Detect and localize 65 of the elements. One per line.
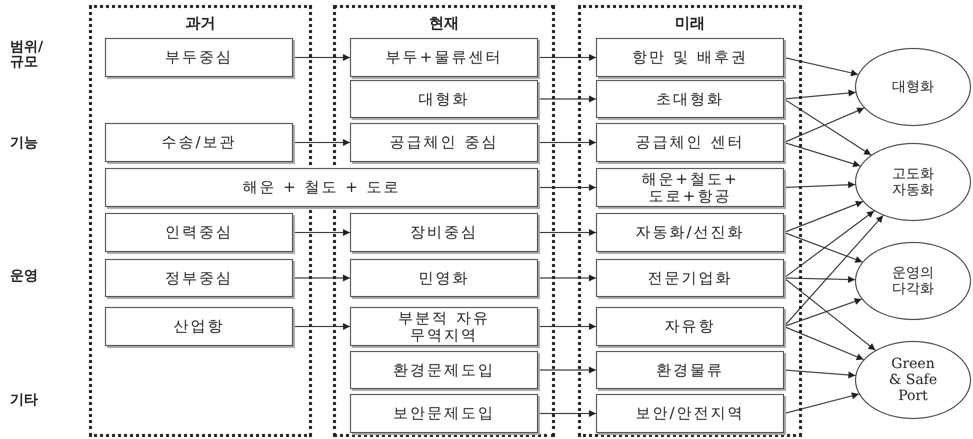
arrow [784,214,884,327]
process-box: 장비중심 [350,213,538,252]
arrow [538,96,596,102]
arrow [784,57,859,76]
row-label: 기능 [10,136,39,152]
arrow [784,232,863,263]
column-heading: 과거 [184,14,216,33]
process-box: 보안/안전지역 [596,394,784,433]
arrow [538,366,596,374]
arrow [784,278,876,351]
arrow [784,298,862,327]
goal-ellipse: 운영의 다각화 [855,242,971,320]
row-label: 범위/ 규모 [10,40,44,71]
arrow [292,54,350,61]
arrow [292,274,350,282]
process-box: 자유항 [596,307,784,346]
process-box: 공급체인 중심 [350,123,538,162]
arrow [784,98,872,156]
dotted-panel [578,5,802,437]
process-box: 산업항 [105,307,293,346]
process-box: 수송/보관 [105,123,293,162]
arrow [784,392,860,414]
arrow [292,139,350,146]
arrow [538,229,596,236]
arrow [784,200,864,233]
arrow [784,326,864,360]
arrow [538,54,596,61]
process-box: 해운+철도+ 도로+항공 [596,168,784,207]
arrow [784,210,875,278]
arrow [784,108,865,143]
arrow [784,276,856,283]
arrow [538,410,596,417]
process-box: 인력중심 [105,213,293,252]
process-box: 보안문제도입 [350,394,538,433]
process-box: 공급체인 센터 [596,123,784,162]
row-label: 운영 [10,269,39,284]
goal-ellipse: Green & Safe Port [855,341,971,419]
column-heading: 미래 [674,14,706,33]
arrow [784,142,861,168]
goal-ellipse: 대형화 [855,48,971,126]
arrow [538,323,596,330]
arrow [784,90,856,100]
process-box: 민영화 [350,259,538,297]
process-box: 항만 및 배후권 [596,38,784,77]
process-box: 자동화/선진화 [596,213,784,252]
goal-ellipse: 고도화 자동화 [855,143,971,221]
process-box: 해운 + 철도 + 도로 [105,168,538,207]
arrow [292,323,350,330]
process-box: 정부중심 [105,259,293,297]
process-box: 부두+물류센터 [350,38,538,77]
arrow [784,370,856,378]
process-box: 부분적 자유 무역지역 [350,307,538,346]
process-box: 환경물류 [596,351,784,389]
process-box: 환경문제도입 [350,351,538,389]
arrow [538,139,596,146]
row-label: 기타 [10,393,39,408]
process-box: 부두중심 [105,38,293,77]
process-box: 초대형화 [596,80,784,118]
arrow [292,229,350,236]
process-box: 전문기업화 [596,259,784,297]
arrow [538,184,596,191]
arrow [538,274,596,282]
column-heading: 현재 [428,14,460,33]
arrow [784,181,856,188]
process-box: 대형화 [350,80,538,118]
